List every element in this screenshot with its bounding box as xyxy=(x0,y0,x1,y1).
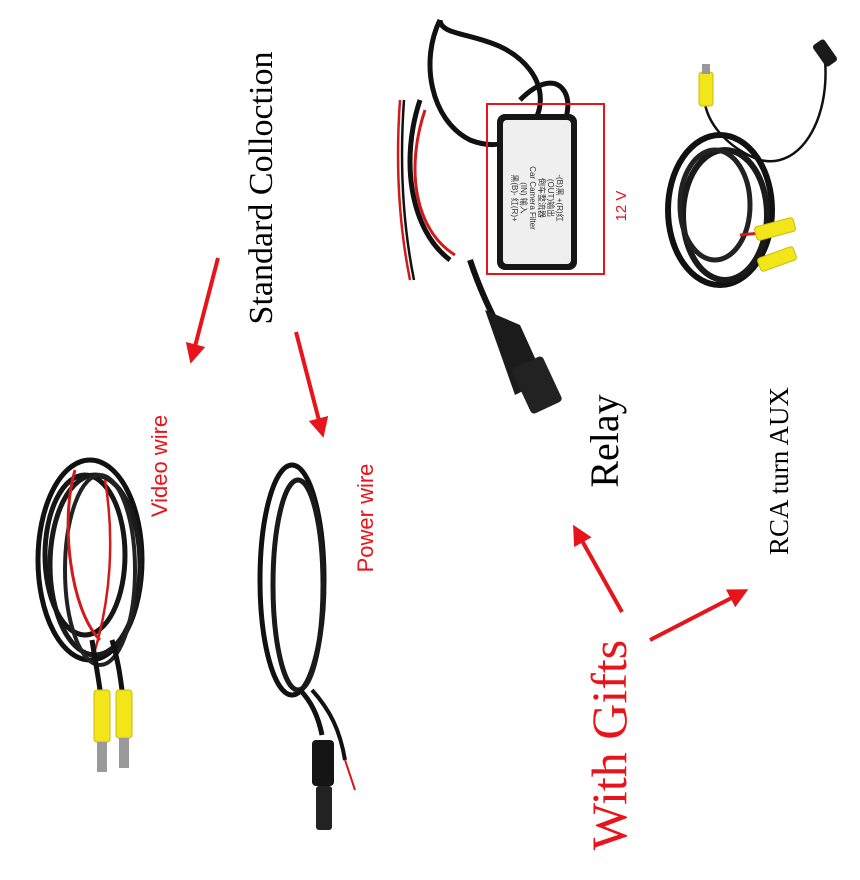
product-illustration xyxy=(35,18,838,830)
relay-box-line-3: 倒车整流器 xyxy=(537,178,546,218)
standard-collection-label: Standard Colloction xyxy=(243,51,280,325)
arrows xyxy=(185,257,749,642)
power-wire-cable xyxy=(257,462,356,830)
product-image: -(B)黑 +(R)红 (OUT)输出 倒车整流器 Car Camera Fil… xyxy=(35,18,838,850)
with-gifts-label: With Gifts xyxy=(581,639,637,851)
power-wire-label: Power wire xyxy=(353,463,378,573)
relay-label: Relay xyxy=(582,394,627,488)
relay-box-line-6: 黑(B)- 红(R)+ xyxy=(510,174,519,222)
relay-device xyxy=(396,18,605,414)
arrow-to-power-wire xyxy=(294,331,329,438)
relay-box-label: -(B)黑 +(R)红 (OUT)输出 倒车整流器 Car Camera Fil… xyxy=(510,128,564,268)
voltage-label: 12 V xyxy=(613,190,630,222)
arrow-to-relay xyxy=(573,524,624,613)
rca-turn-aux-label: RCA turn AUX xyxy=(764,386,794,556)
arrow-to-video-wire xyxy=(185,257,220,364)
video-wire-cable xyxy=(35,457,145,772)
relay-box-line-5: (IN) 输入 xyxy=(519,182,528,214)
relay-box-line-2: (OUT)输出 xyxy=(546,178,555,218)
relay-box-line-4: Car Camera Filter xyxy=(528,166,537,230)
arrow-to-rca-aux xyxy=(649,589,749,642)
relay-box-line-1: -(B)黑 +(R)红 xyxy=(555,174,564,222)
video-wire-label: Video wire xyxy=(147,414,172,518)
rca-aux-cable xyxy=(665,39,838,288)
